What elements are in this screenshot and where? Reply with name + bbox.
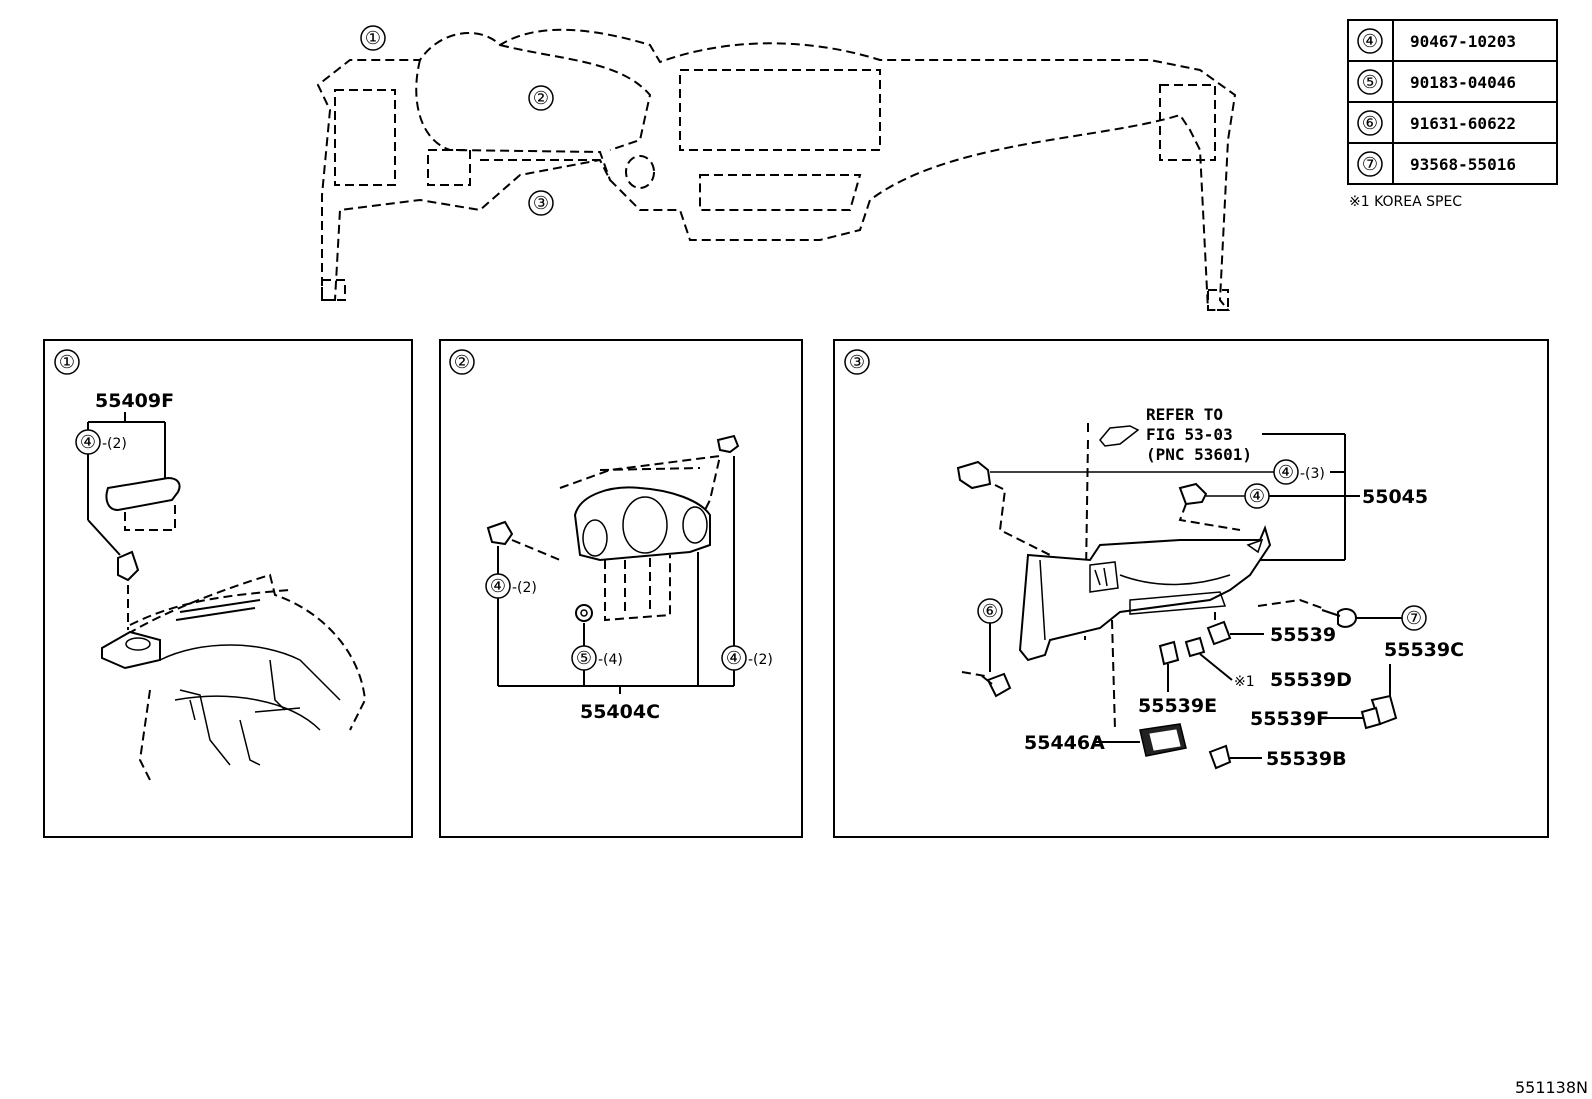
legend-part-7: 93568-55016	[1410, 155, 1516, 174]
cover-55409F	[105, 476, 181, 512]
clip-icon	[1158, 640, 1180, 666]
clip-icon	[486, 520, 514, 546]
part-55539: 55539	[1270, 624, 1336, 646]
clip-icon	[1208, 744, 1232, 770]
legend-part-4: 90467-10203	[1410, 32, 1516, 51]
callout-3: ③	[533, 193, 549, 214]
clip-icon	[1206, 620, 1232, 646]
callout-1: ①	[365, 28, 381, 49]
legend-mark-5: ⑤	[1362, 72, 1378, 93]
legend-note: ※1 KOREA SPEC	[1349, 194, 1462, 210]
panel-1-fastener-mark: ④	[80, 432, 96, 453]
panel-2-screw-qty: -(4)	[598, 652, 623, 668]
panel-3-clip-a-mark: ④	[1278, 462, 1294, 483]
panel-2-screw-mark: ⑤	[576, 648, 592, 669]
screw-icon	[575, 604, 593, 622]
panel-2-clip-right-mark: ④	[726, 648, 742, 669]
fastener-legend: ④ 90467-10203 ⑤ 90183-04046 ⑥ 91631-6062…	[1347, 19, 1558, 210]
legend-mark-6: ⑥	[1362, 113, 1378, 134]
lower-panel-55045	[1018, 525, 1272, 662]
callout-2: ②	[533, 88, 549, 109]
panel-2: ② ④ -(2) ⑤ -(4) ④ -(2)	[439, 339, 803, 838]
panel-3-bolt-mark: ⑥	[982, 601, 998, 622]
refer-line-2: FIG 53-03	[1146, 425, 1233, 444]
part-55409F: 55409F	[95, 390, 174, 412]
panel-2-clip-left-mark: ④	[490, 576, 506, 597]
panel-1: ① 55409F ④ -(2)	[43, 339, 413, 838]
panel-2-clip-right-qty: -(2)	[748, 652, 773, 668]
clip-icon	[716, 434, 740, 454]
panel-1-fastener-qty: -(2)	[102, 436, 127, 452]
panel-3-index: ③	[849, 352, 865, 373]
panel-3-korea-mark: ※1	[1234, 674, 1255, 690]
part-55446A: 55446A	[1024, 732, 1105, 754]
clip-icon	[117, 550, 140, 582]
overview-callouts: ① ② ③	[360, 25, 554, 216]
refer-line-3: (PNC 53601)	[1146, 445, 1252, 464]
part-55539E: 55539E	[1138, 695, 1217, 717]
legend-part-5: 90183-04046	[1410, 73, 1516, 92]
part-55045: 55045	[1362, 486, 1428, 508]
part-55539C: 55539C	[1384, 639, 1464, 661]
part-55539F: 55539F	[1250, 708, 1329, 730]
legend-mark-7: ⑦	[1362, 154, 1378, 175]
part-55539D: 55539D	[1270, 669, 1352, 691]
legend-part-6: 91631-60622	[1410, 114, 1516, 133]
panel-3-screw-mark: ⑦	[1406, 608, 1422, 629]
part-55404C: 55404C	[580, 701, 660, 723]
part-55539B: 55539B	[1266, 748, 1347, 770]
clip-icon	[956, 460, 992, 490]
panel-2-clip-left-qty: -(2)	[512, 580, 537, 596]
bolt-icon	[986, 672, 1012, 698]
panel-1-index: ①	[59, 352, 75, 373]
legend-mark-4: ④	[1362, 31, 1378, 52]
panel-2-index: ②	[454, 352, 470, 373]
figure-code: 551138N	[1515, 1078, 1588, 1097]
cluster-bezel-55404C	[573, 486, 711, 562]
panel-3: ③ REFER TO FIG 53-03 (PNC 53601) ④ -(3) …	[833, 339, 1549, 838]
screw-icon	[1337, 608, 1358, 628]
clip-icon	[1178, 482, 1208, 506]
refer-line-1: REFER TO	[1146, 405, 1223, 424]
clip-icon	[1184, 636, 1206, 658]
panel-3-clip-a-qty: -(3)	[1300, 466, 1325, 482]
dashboard-overview	[316, 28, 1237, 311]
panel-3-clip-b-mark: ④	[1249, 486, 1265, 507]
